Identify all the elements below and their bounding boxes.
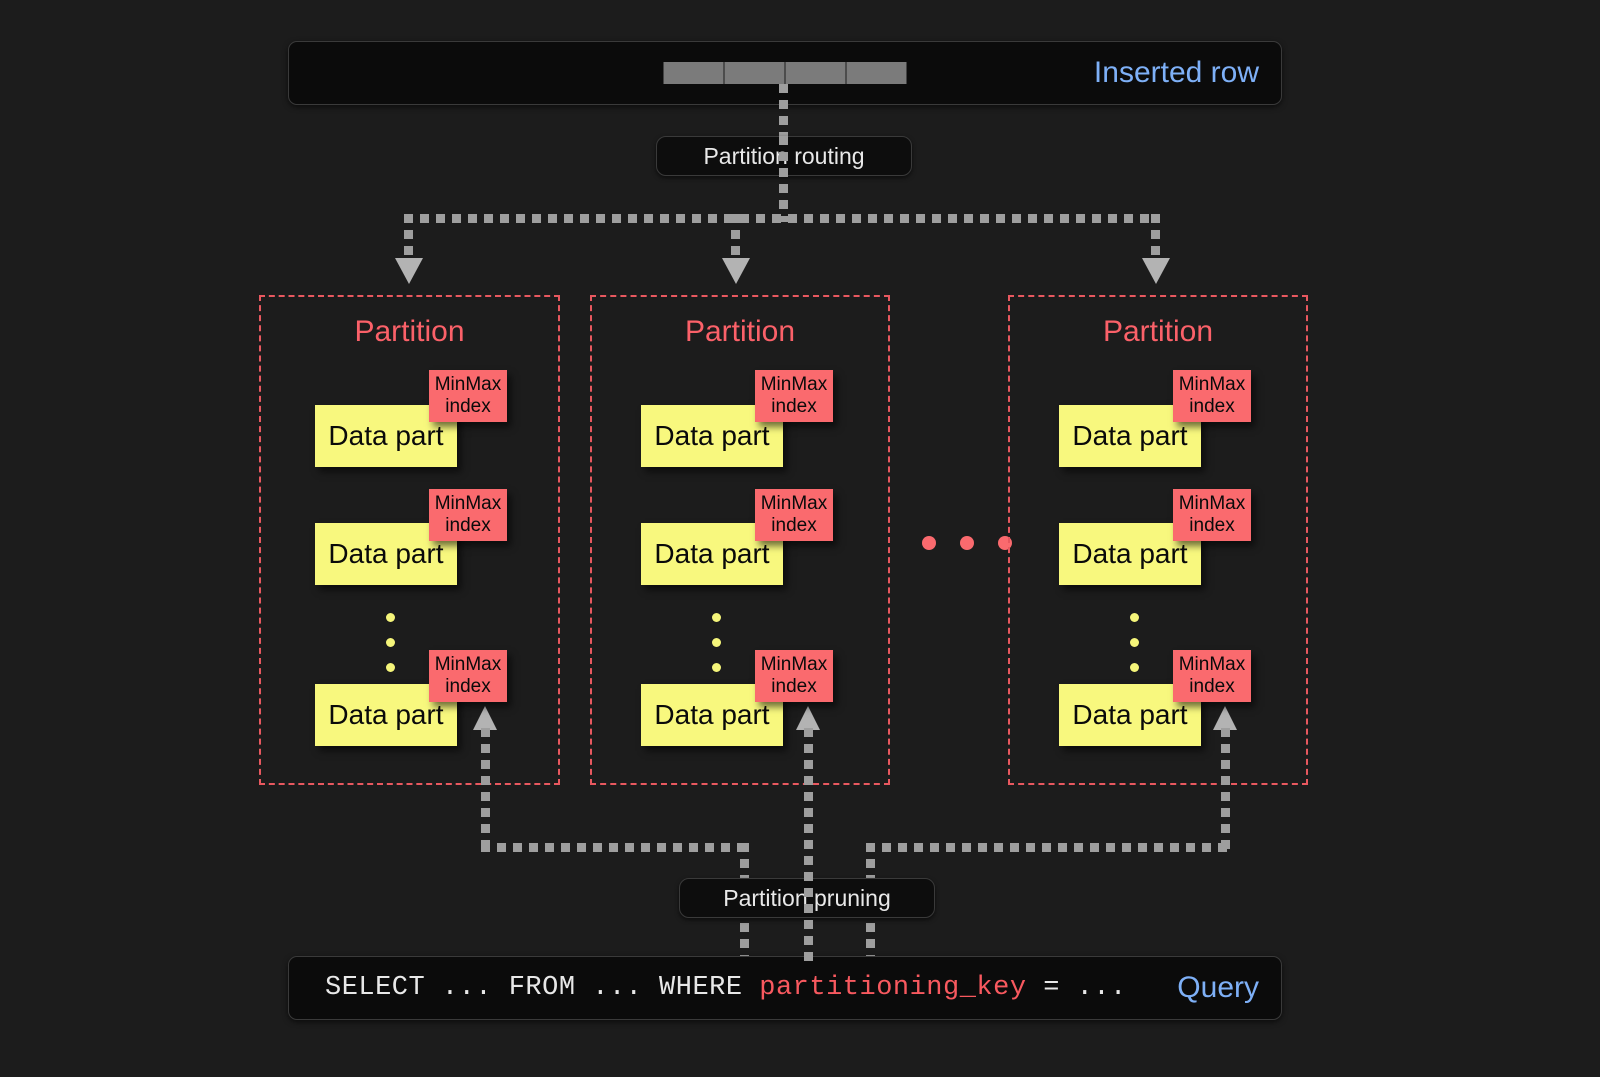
arrow-into-partition-2 bbox=[722, 258, 750, 284]
row-cells-icon bbox=[663, 62, 907, 84]
minmax-line-1: MinMax bbox=[760, 654, 828, 676]
minmax-line-1: MinMax bbox=[434, 493, 502, 515]
data-part-box: Data part bbox=[315, 405, 457, 467]
arrow-from-partition-1 bbox=[473, 706, 497, 730]
minmax-line-2: index bbox=[1189, 396, 1235, 417]
minmax-line-2: index bbox=[771, 676, 817, 697]
query-suffix: = ... bbox=[1026, 973, 1127, 1003]
connector-bus-drop-1 bbox=[404, 214, 413, 262]
arrow-from-partition-3 bbox=[1213, 706, 1237, 730]
connector-partition-3-horizontal bbox=[866, 843, 1230, 852]
connector-bus-drop-2 bbox=[731, 214, 740, 262]
minmax-index-badge: MinMax index bbox=[1173, 370, 1251, 422]
minmax-index-badge: MinMax index bbox=[755, 370, 833, 422]
data-part-box: Data part bbox=[1059, 523, 1201, 585]
connector-insert-to-routing bbox=[779, 84, 788, 156]
partition-1-title: Partition bbox=[354, 315, 465, 348]
minmax-line-2: index bbox=[771, 396, 817, 417]
partition-2-title: Partition bbox=[684, 315, 796, 348]
row-cell bbox=[785, 62, 847, 84]
minmax-line-2: index bbox=[1189, 515, 1235, 536]
minmax-index-badge: MinMax index bbox=[1173, 489, 1251, 541]
partition-3: Partition MinMax index Data part MinMax … bbox=[1008, 295, 1308, 785]
data-part-box: Data part bbox=[1059, 684, 1201, 746]
row-cell bbox=[724, 62, 786, 84]
minmax-line-2: index bbox=[445, 396, 491, 417]
minmax-line-1: MinMax bbox=[1178, 654, 1246, 676]
minmax-line-1: MinMax bbox=[1178, 493, 1246, 515]
minmax-line-1: MinMax bbox=[434, 654, 502, 676]
minmax-index-badge: MinMax index bbox=[429, 489, 507, 541]
data-part-box: Data part bbox=[315, 523, 457, 585]
arrow-from-partition-2 bbox=[796, 706, 820, 730]
query-partitioning-key: partitioning_key bbox=[759, 973, 1027, 1003]
minmax-line-1: MinMax bbox=[760, 374, 828, 396]
query-banner: SELECT ... FROM ... WHERE partitioning_k… bbox=[288, 956, 1282, 1020]
minmax-index-badge: MinMax index bbox=[429, 370, 507, 422]
row-cell bbox=[846, 62, 907, 84]
vertical-ellipsis-icon bbox=[1130, 613, 1139, 688]
horizontal-ellipsis-icon bbox=[922, 536, 1012, 550]
connector-partition-1-riser bbox=[481, 728, 490, 852]
connector-routing-down bbox=[779, 136, 788, 222]
row-cell bbox=[663, 62, 725, 84]
query-label: Query bbox=[1177, 971, 1259, 1004]
inserted-row-label: Inserted row bbox=[1093, 56, 1259, 89]
partition-3-title: Partition bbox=[1102, 315, 1214, 348]
connector-bus-drop-3 bbox=[1151, 214, 1160, 262]
minmax-index-badge: MinMax index bbox=[1173, 650, 1251, 702]
connector-partition-1-horizontal bbox=[481, 843, 748, 852]
minmax-line-2: index bbox=[445, 515, 491, 536]
minmax-index-badge: MinMax index bbox=[755, 489, 833, 541]
arrow-into-partition-1 bbox=[395, 258, 423, 284]
minmax-line-2: index bbox=[1189, 676, 1235, 697]
partition-2: Partition MinMax index Data part MinMax … bbox=[590, 295, 890, 785]
minmax-line-1: MinMax bbox=[1178, 374, 1246, 396]
inserted-row-banner: Inserted row bbox=[288, 41, 1282, 105]
minmax-line-2: index bbox=[445, 676, 491, 697]
minmax-line-2: index bbox=[771, 515, 817, 536]
connector-partition-3-riser bbox=[1221, 728, 1230, 852]
minmax-line-1: MinMax bbox=[760, 493, 828, 515]
minmax-index-badge: MinMax index bbox=[429, 650, 507, 702]
query-prefix: SELECT ... FROM ... WHERE bbox=[325, 973, 760, 1003]
vertical-ellipsis-icon bbox=[712, 613, 721, 688]
minmax-line-1: MinMax bbox=[434, 374, 502, 396]
minmax-index-badge: MinMax index bbox=[755, 650, 833, 702]
arrow-into-partition-3 bbox=[1142, 258, 1170, 284]
query-text: SELECT ... FROM ... WHERE partitioning_k… bbox=[325, 973, 1127, 1003]
connector-partition-2-riser bbox=[804, 728, 813, 961]
data-part-box: Data part bbox=[1059, 405, 1201, 467]
partition-1: Partition MinMax index Data part MinMax … bbox=[259, 295, 560, 785]
vertical-ellipsis-icon bbox=[386, 613, 395, 688]
